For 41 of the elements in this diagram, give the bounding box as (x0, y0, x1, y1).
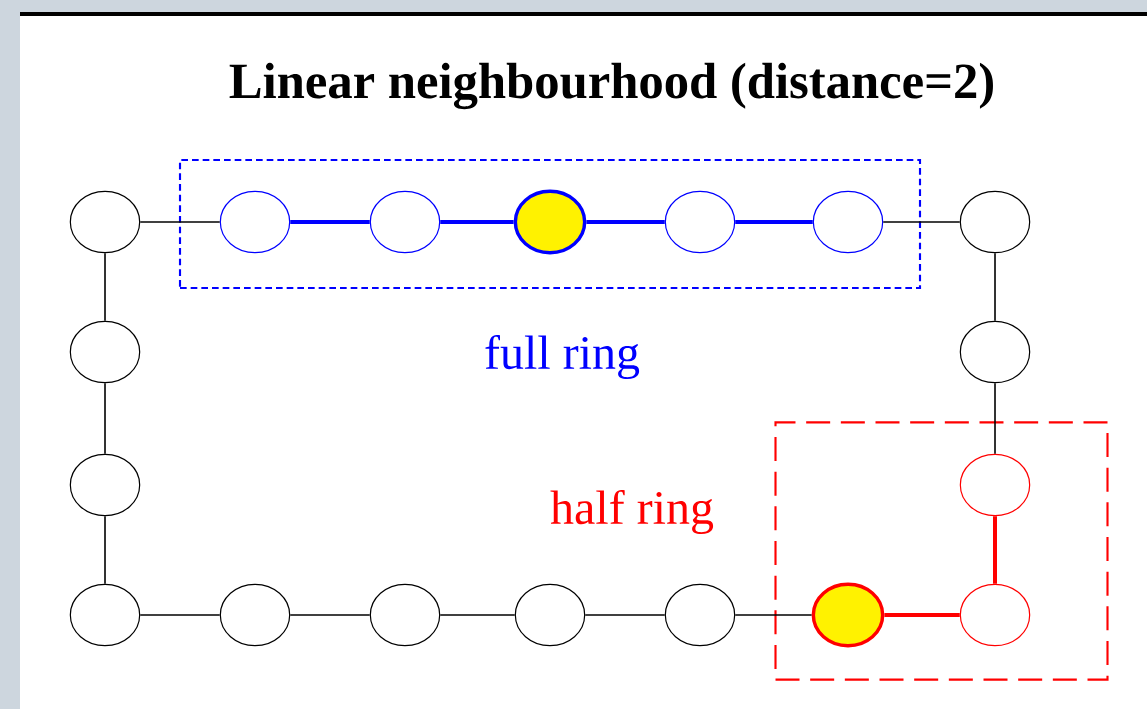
connector-line (440, 220, 514, 224)
cell-circle (664, 190, 736, 254)
connector-line (993, 516, 997, 584)
cell-circle (514, 583, 586, 647)
connector-line (882, 221, 961, 223)
cell-circle (959, 583, 1031, 647)
cell-circle (69, 190, 141, 254)
connector-line (289, 614, 371, 616)
connector-line (139, 221, 221, 223)
connector-line (439, 614, 516, 616)
cell-circle (811, 582, 885, 648)
cell-circle (812, 190, 884, 254)
cell-circle (959, 453, 1031, 517)
group-label: half ring (550, 489, 714, 535)
cell-circle (959, 320, 1031, 384)
title: Linear neighbourhood (distance=2) (229, 62, 993, 110)
cell-circle (69, 453, 141, 517)
connector-line (586, 220, 665, 224)
connector-line (994, 252, 996, 322)
cell-circle (513, 189, 587, 255)
cell-circle (219, 190, 291, 254)
cell-circle (369, 190, 441, 254)
connector-line (104, 382, 106, 455)
cell-circle (959, 190, 1031, 254)
cell-circle (69, 320, 141, 384)
dashed-frame (178, 158, 922, 290)
cell-circle (664, 583, 736, 647)
connector-line (104, 252, 106, 322)
cell-circle (69, 583, 141, 647)
connector-line (584, 614, 666, 616)
connector-line (290, 220, 370, 224)
dashed-frame (774, 421, 1109, 681)
connector-line (735, 220, 813, 224)
cell-circle (219, 583, 291, 647)
connector-line (139, 614, 221, 616)
connector-line (884, 613, 960, 617)
cell-circle (369, 583, 441, 647)
connector-line (994, 382, 996, 455)
connector-line (734, 614, 813, 616)
group-label: full ring (485, 334, 640, 380)
connector-line (104, 515, 106, 585)
